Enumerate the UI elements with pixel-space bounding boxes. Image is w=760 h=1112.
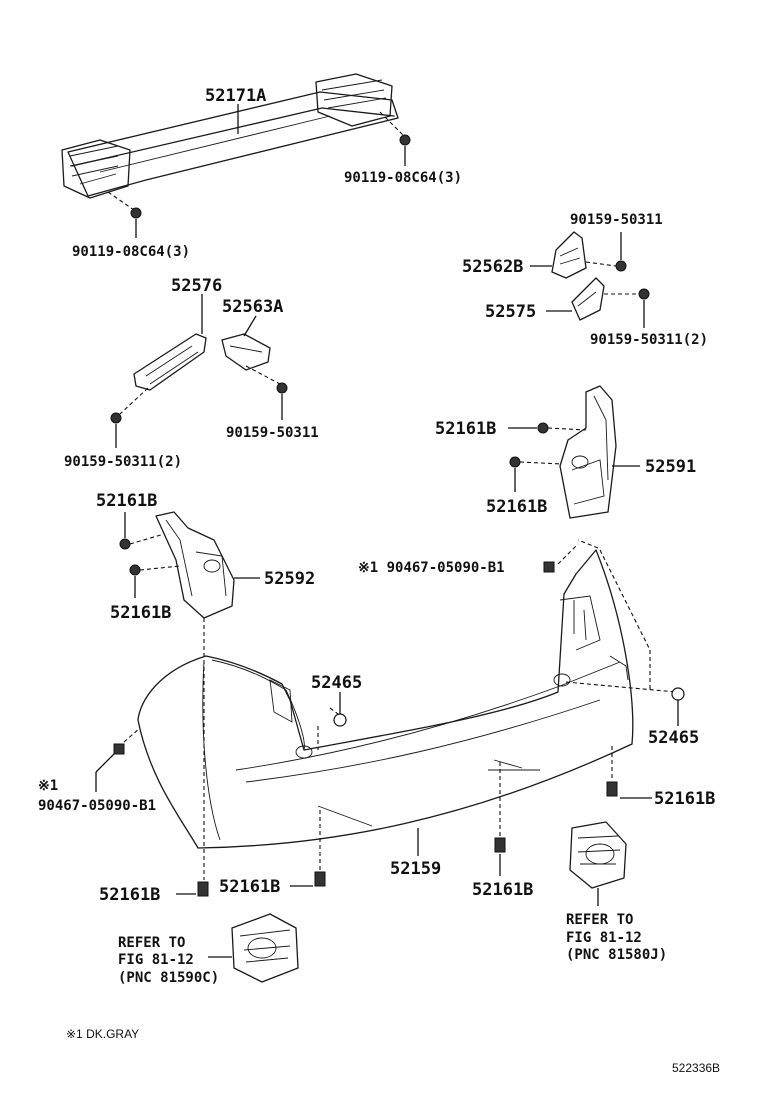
bracket-52591 (559, 385, 617, 519)
clip-bottom-hardware (176, 746, 652, 897)
footnote: ※1 DK.GRAY (66, 1027, 139, 1041)
illustration-id: 522336B (672, 1061, 720, 1075)
callout-clip-left-a: 52161B (96, 491, 157, 511)
callout-bolt-left-top: 90119-08C64(3) (72, 244, 190, 260)
retainer-52575 (571, 277, 605, 321)
callout-clip-right-bottom: 52161B (654, 789, 715, 809)
callout-clip-right-b: 52161B (486, 497, 547, 517)
callout-clip-right-a: 52161B (435, 419, 496, 439)
callout-52562b: 52562B (462, 257, 523, 277)
callout-52465-right: 52465 (648, 728, 699, 748)
callout-clip-bottom-3: 52161B (472, 880, 533, 900)
screw-note-right-part (543, 543, 579, 573)
reference-right-line-1: REFER TO (566, 912, 633, 928)
reference-left-line-2: FIG 81-12 (118, 952, 194, 968)
callout-screw-left: 90159-50311(2) (64, 454, 182, 470)
reinforcement-bolts (107, 111, 411, 238)
retainer-52576 (133, 333, 207, 391)
bumper-reinforcement (61, 73, 399, 199)
callout-52171a: 52171A (205, 86, 266, 106)
retainer-52563a (221, 333, 271, 371)
retainer-52562b (551, 231, 587, 279)
callout-52575: 52575 (485, 302, 536, 322)
fog-lamp-left (231, 913, 299, 983)
callout-52563a: 52563A (222, 297, 283, 317)
screw-left-part (95, 727, 141, 792)
reference-left-line-1: REFER TO (118, 935, 185, 951)
reference-right-line-3: (PNC 81580J) (566, 947, 667, 963)
callout-clip-bottom-1: 52161B (99, 885, 160, 905)
callout-52465-left: 52465 (311, 673, 362, 693)
callout-screw-right-lower: 90159-50311(2) (590, 332, 708, 348)
bracket-52592 (155, 511, 235, 619)
callout-screw-note-left-mark: ※1 (38, 778, 58, 794)
callout-52159: 52159 (390, 859, 441, 879)
callout-screw-right-top: 90159-50311 (570, 212, 663, 228)
reference-left-line-3: (PNC 81590C) (118, 970, 219, 986)
callout-clip-left-b: 52161B (110, 603, 171, 623)
callout-52591: 52591 (645, 457, 696, 477)
callout-screw-note-left: 90467-05090-B1 (38, 798, 156, 814)
reference-right-line-2: FIG 81-12 (566, 930, 642, 946)
callout-screw-note-right: ※1 90467-05090-B1 (358, 560, 505, 576)
callout-bolt-right-top: 90119-08C64(3) (344, 170, 462, 186)
callout-clip-bottom-2: 52161B (219, 877, 280, 897)
callout-52576: 52576 (171, 276, 222, 296)
fog-lamp-right (569, 821, 627, 889)
callout-52592: 52592 (264, 569, 315, 589)
bumper-cover (137, 549, 634, 849)
callout-screw-left-inner: 90159-50311 (226, 425, 319, 441)
